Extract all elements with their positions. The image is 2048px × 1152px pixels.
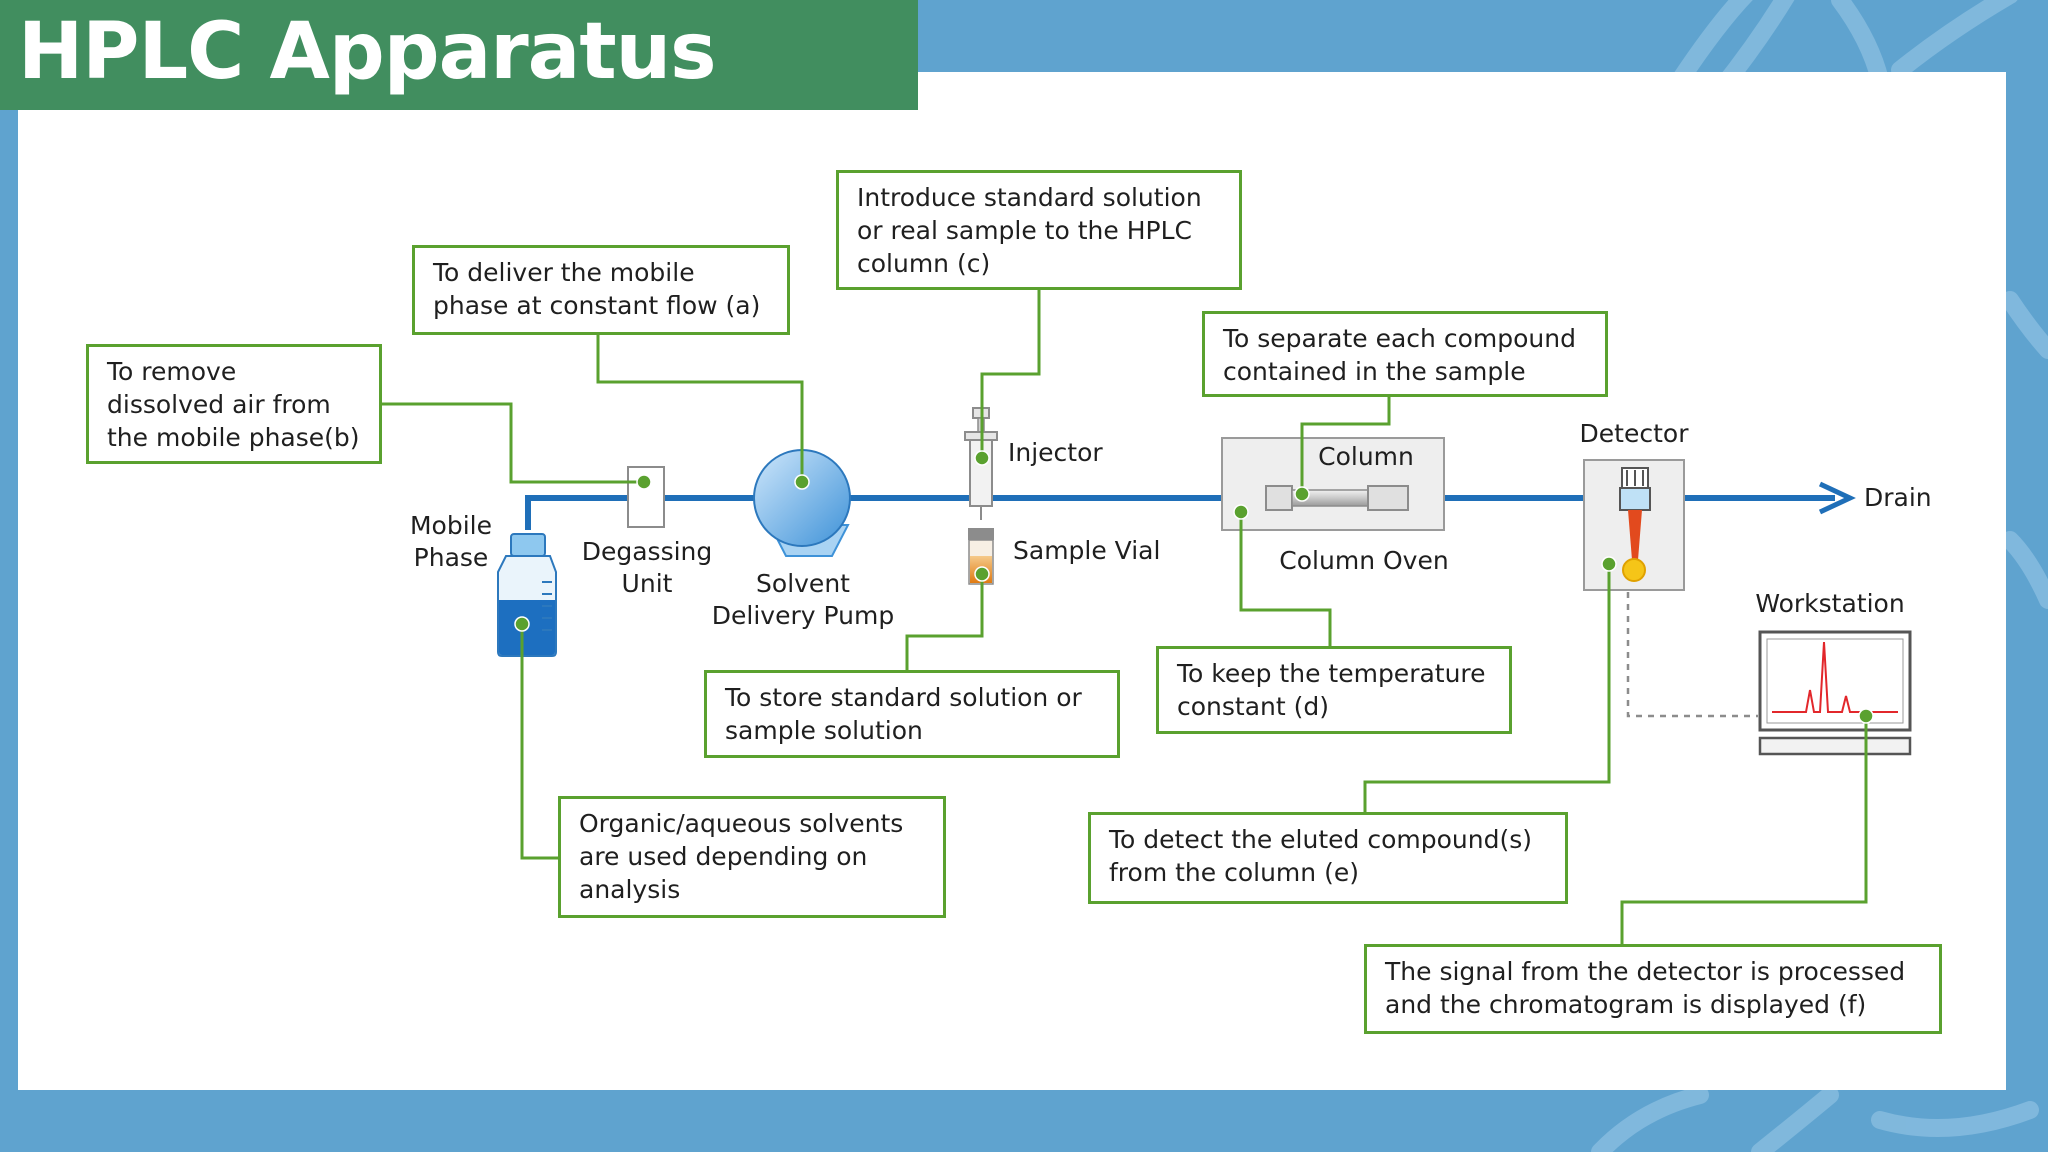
degassing-unit-label: Degassing Unit [581,537,713,598]
callout-column: To separate each compound contained in t… [1202,311,1608,397]
callout-column-oven: To keep the temperature constant (d) [1156,646,1512,734]
detector-label: Detector [1579,419,1689,448]
leader-dots [514,450,1874,724]
column-oven-icon [1221,437,1445,531]
injector-label: Injector [1008,438,1103,467]
solvent-delivery-pump-icon [753,449,851,557]
callout-sample-vial: To store standard solution or sample sol… [704,670,1120,758]
drain-label: Drain [1864,483,1932,512]
callout-pump: To deliver the mobile phase at constant … [412,245,790,335]
sample-vial-label: Sample Vial [1013,536,1161,565]
detector-icon [1583,459,1685,591]
callout-injector: Introduce standard solution or real samp… [836,170,1242,290]
signal-line [1626,592,1758,718]
callout-mobile-phase: Organic/aqueous solvents are used depend… [558,796,946,918]
pump-label: Solvent Delivery Pump [711,569,895,630]
column-oven-label: Column Oven [1279,546,1449,575]
page-title: HPLC Apparatus [18,7,717,97]
workstation-label: Workstation [1755,589,1905,618]
title-bar: HPLC Apparatus [0,0,918,110]
workstation-icon [1758,630,1912,756]
column-icon [1265,485,1409,511]
mobile-phase-label: Mobile Phase [409,511,492,572]
mobile-phase-bottle-icon [497,533,557,657]
leader-lines [381,289,1868,946]
callout-detector: To detect the eluted compound(s) from th… [1088,812,1568,904]
column-label: Column [1318,442,1414,471]
callout-degassing: To remove dissolved air from the mobile … [86,344,382,464]
callout-workstation: The signal from the detector is processe… [1364,944,1942,1034]
